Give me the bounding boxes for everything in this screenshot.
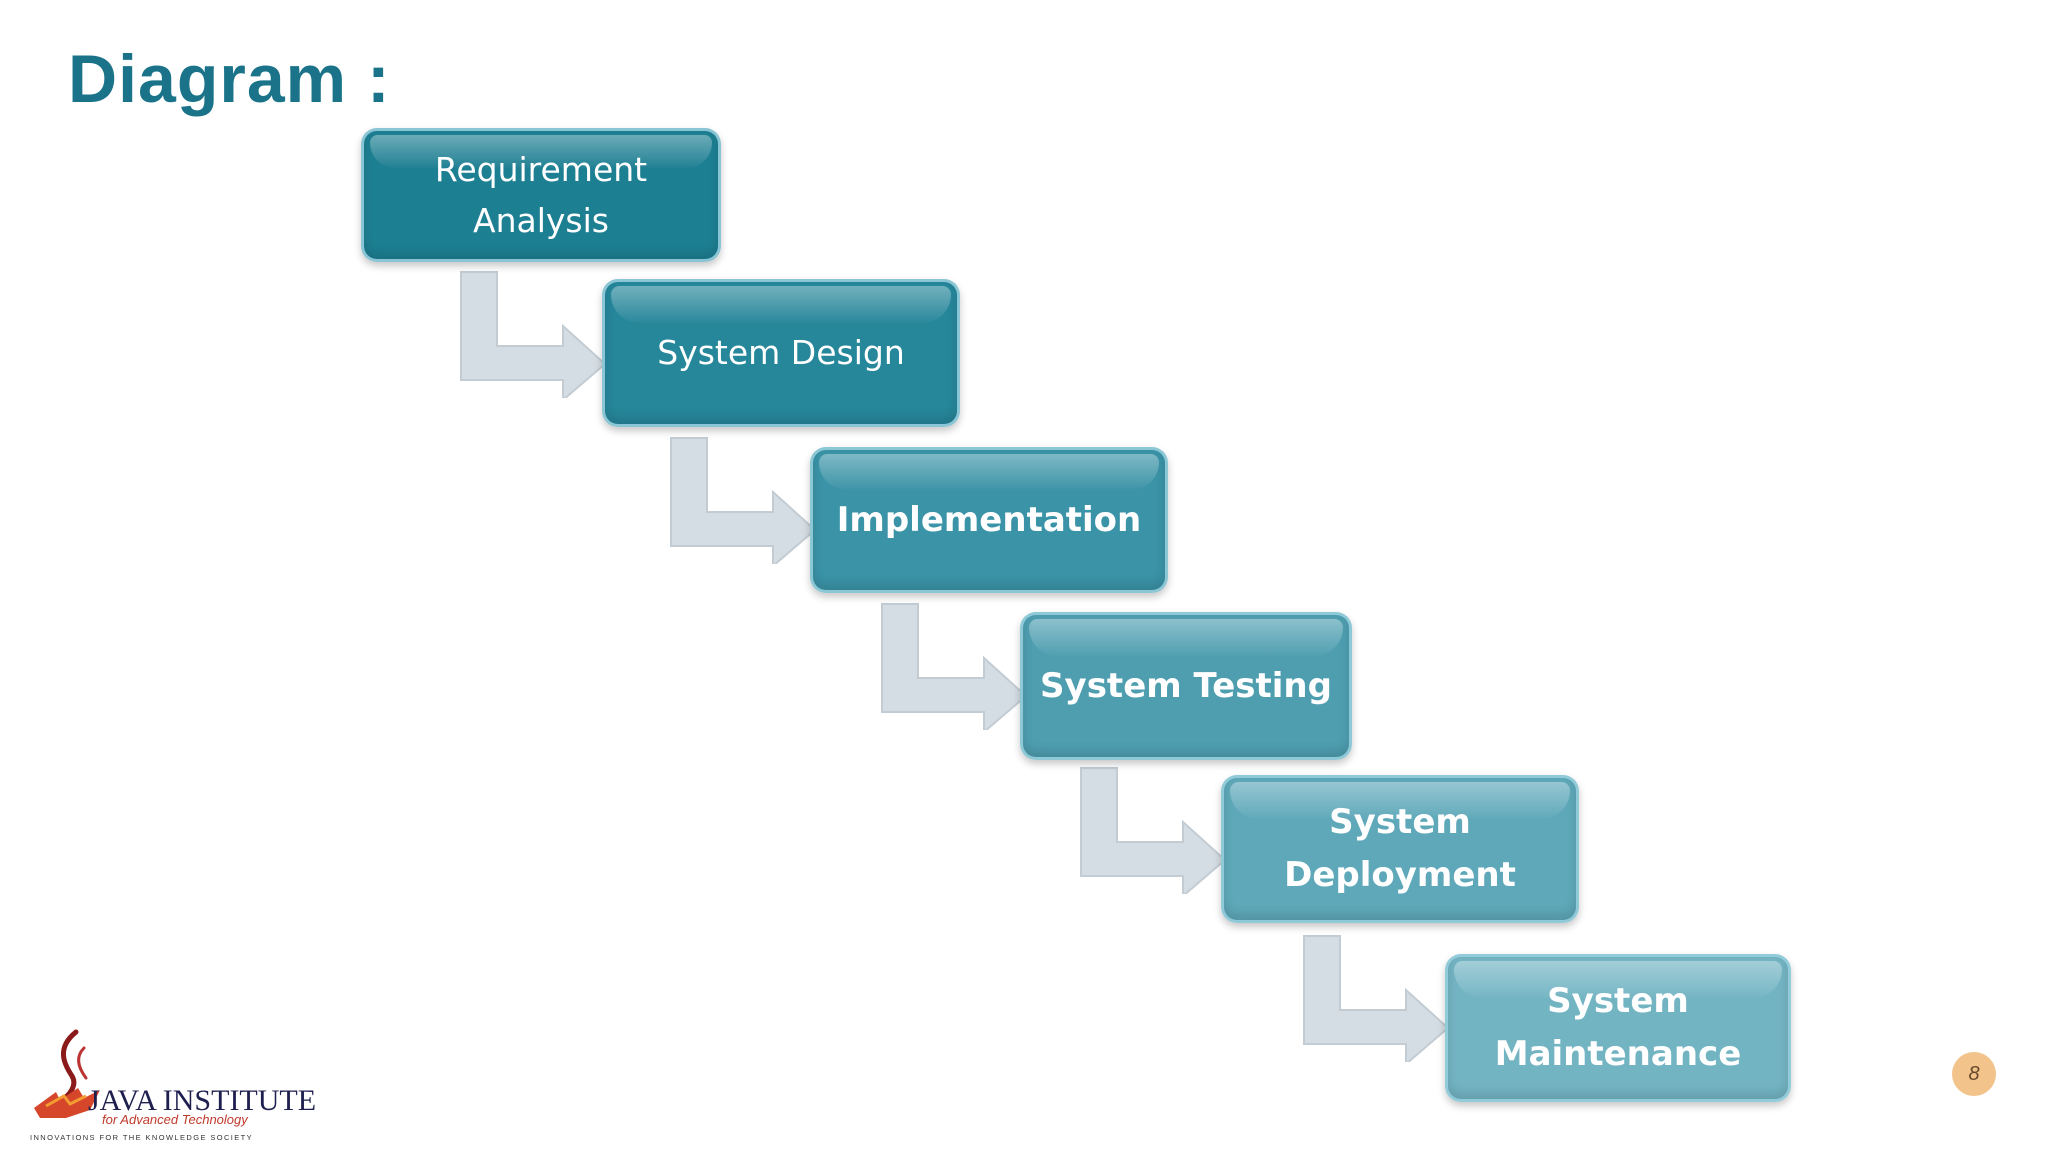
logo-name: JAVA INSTITUTE — [88, 1084, 316, 1117]
step-implementation: Implementation — [810, 447, 1168, 593]
step-label: Requirement Analysis — [434, 149, 648, 240]
step-label: System Maintenance — [1494, 981, 1742, 1074]
svg-text:for Advanced Technology: for Advanced Technology — [102, 1112, 249, 1127]
logo-subtitle: for Advanced Technology — [102, 1112, 249, 1127]
step-label: System Design — [657, 333, 905, 373]
java-institute-logo: JAVA INSTITUTE for Advanced Technology I… — [30, 1029, 316, 1142]
svg-text:JAVA INSTITUTE: JAVA INSTITUTE — [88, 1084, 316, 1117]
slide-title: Diagram : — [68, 41, 391, 117]
step-system-maintenance: System Maintenance — [1445, 954, 1791, 1102]
step-system-design: System Design — [602, 279, 960, 427]
step-label: System Deployment — [1284, 802, 1516, 895]
step-requirement-analysis: Requirement Analysis — [361, 128, 721, 262]
step-label: System Testing — [1040, 665, 1332, 706]
svg-text:INNOVATIONS FOR THE KNOWLEDGE: INNOVATIONS FOR THE KNOWLEDGE SOCIETY — [30, 1133, 253, 1142]
page-number-badge: 8 — [1952, 1052, 1996, 1096]
connector-arrow-5 — [1303, 935, 1450, 1062]
connector-arrow-4 — [1080, 767, 1227, 894]
step-system-deployment: System Deployment — [1221, 775, 1579, 923]
step-system-testing: System Testing — [1020, 612, 1352, 760]
logo-tagline: INNOVATIONS FOR THE KNOWLEDGE SOCIETY — [30, 1133, 253, 1142]
step-label: Implementation — [836, 499, 1142, 540]
connector-arrow-2 — [670, 437, 817, 564]
connector-arrow-1 — [460, 271, 607, 398]
connector-arrow-3 — [881, 603, 1028, 730]
